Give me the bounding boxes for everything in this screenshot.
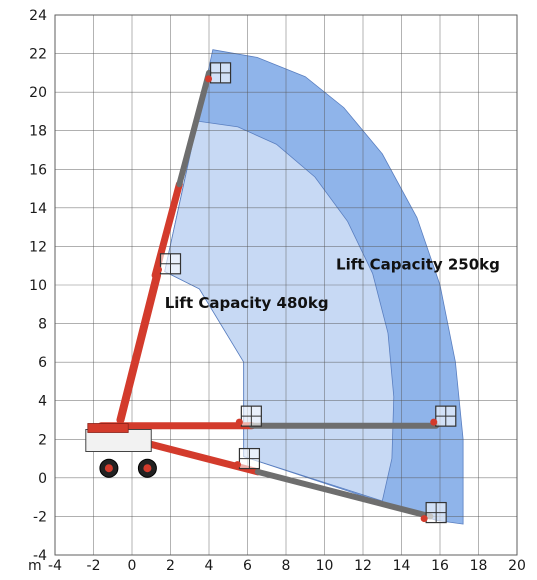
basket-pivot [420, 515, 428, 523]
x-tick-label: 10 [316, 558, 334, 574]
y-tick-label: 16 [29, 162, 47, 178]
x-tick-label: 8 [282, 558, 291, 574]
y-tick-label: -2 [33, 509, 47, 525]
y-tick-label: 12 [29, 239, 47, 255]
y-tick-label: 10 [29, 278, 47, 294]
basket-pivot [205, 75, 213, 83]
wheel-hub [143, 464, 152, 473]
capacity-zone-480kg [164, 120, 395, 502]
x-tick-label: -4 [48, 558, 62, 574]
x-tick-label: 20 [508, 558, 526, 574]
basket-pivot [235, 418, 243, 426]
y-tick-label: 14 [29, 201, 47, 217]
lower-boom-vertical [116, 271, 162, 424]
zone-label-250kg: Lift Capacity 250kg [336, 256, 500, 274]
x-tick-label: 18 [470, 558, 488, 574]
x-tick-label: 6 [243, 558, 252, 574]
upper-boom-vertical-grey [176, 69, 212, 188]
axis-unit-label: m [28, 558, 42, 574]
turret [87, 423, 129, 433]
x-axis-ticks: -4 -2 0 2 4 6 8 10 12 14 16 18 20 [48, 558, 526, 574]
y-tick-label: 22 [29, 47, 47, 63]
y-tick-label: 20 [29, 85, 47, 101]
x-tick-label: 12 [354, 558, 372, 574]
basket-pivot [233, 461, 241, 469]
aerial-lift-machine [85, 62, 457, 524]
basket-pivot [430, 418, 438, 426]
y-tick-label: -4 [33, 548, 47, 564]
y-tick-label: 4 [38, 394, 47, 410]
y-tick-label: 2 [38, 432, 47, 448]
y-tick-label: 18 [29, 124, 47, 140]
y-tick-label: 0 [38, 471, 47, 487]
x-tick-label: -2 [87, 558, 101, 574]
x-tick-label: 14 [393, 558, 411, 574]
x-tick-label: 4 [205, 558, 214, 574]
x-tick-label: 2 [166, 558, 175, 574]
x-tick-label: 16 [431, 558, 449, 574]
y-tick-label: 6 [38, 355, 47, 371]
y-tick-label: 24 [29, 8, 47, 24]
basket-pivot [155, 266, 162, 274]
zone-label-480kg: Lift Capacity 480kg [165, 294, 329, 312]
y-tick-label: 8 [38, 317, 47, 333]
boom-lowest-grey [254, 468, 434, 520]
x-tick-label: 0 [128, 558, 137, 574]
upper-boom-vertical-red [151, 180, 183, 279]
wheel-hub [104, 464, 113, 473]
